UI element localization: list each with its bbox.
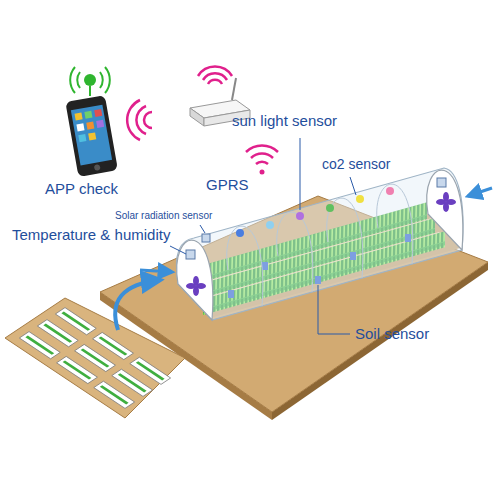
wifi-wave [198, 67, 232, 76]
cover-rib [327, 198, 363, 278]
callout-label: sun light sensor [232, 112, 337, 129]
zoom-arrow [115, 280, 160, 330]
mini-greenhouse [55, 308, 96, 335]
farm-greenhouses [19, 308, 170, 409]
mini-crop [43, 324, 72, 343]
phone-body [65, 95, 118, 177]
leader-line [318, 285, 350, 334]
wifi-wave [251, 154, 273, 158]
climate-sensor [437, 178, 446, 187]
leader-line [350, 177, 356, 195]
home-button [94, 164, 101, 171]
mini-greenhouse [93, 332, 134, 359]
smartphone [65, 95, 118, 177]
mini-crop [61, 312, 90, 331]
app-icon [88, 132, 96, 140]
roof-sensor [326, 204, 334, 212]
radiation-sensor [202, 234, 210, 242]
leader-line [200, 225, 205, 233]
mini-crop [25, 336, 54, 355]
app-icon [78, 134, 86, 142]
callout-label: Temperature & humidity [12, 226, 170, 243]
cover-rib [277, 212, 313, 292]
app-icon [76, 123, 84, 131]
wifi-wave [256, 162, 268, 164]
fan [186, 276, 206, 296]
app-icon [75, 112, 83, 120]
cover-rib [377, 184, 413, 264]
wifi-wave [246, 146, 278, 152]
signal-wave [70, 67, 75, 93]
mini-crop [100, 385, 129, 404]
wifi-wave [136, 106, 146, 134]
leader-line [170, 246, 186, 254]
roof-sensor [266, 221, 274, 229]
wifi-wave [208, 80, 222, 84]
mini-greenhouse [130, 357, 171, 384]
signal-wave [100, 72, 103, 88]
router-antenna [232, 78, 236, 100]
fan-blade [196, 283, 206, 289]
callout-label: APP check [45, 180, 118, 197]
wifi-wave [127, 100, 140, 140]
mini-crop [118, 373, 147, 392]
fan-blade [436, 199, 446, 205]
roof-sensor [386, 187, 394, 195]
callout-label: Solar radiation sensor [115, 210, 212, 222]
mini-crop [63, 360, 92, 379]
wifi-wave [144, 112, 152, 128]
airflow-arrow [468, 188, 492, 196]
fan-blade [446, 199, 456, 205]
app-icon [86, 122, 94, 130]
farm-board [5, 298, 185, 418]
callout-label: Soil sensor [355, 325, 429, 342]
roof-sensor [296, 212, 304, 220]
mini-crop [99, 336, 128, 355]
callout-label: co2 sensor [322, 156, 390, 172]
cover-rib [227, 226, 263, 306]
fan [436, 192, 456, 212]
fan-blade [186, 283, 196, 289]
greenhouse-end-wall [427, 170, 463, 250]
router-side [190, 108, 204, 126]
roof-sensor [236, 229, 244, 237]
signal-mast [89, 86, 91, 96]
app-icon [94, 109, 102, 117]
climate-sensor [186, 250, 195, 259]
greenhouse-cover [176, 168, 463, 320]
callout-label: GPRS [206, 176, 249, 193]
signal-wave [105, 67, 110, 93]
app-icon [84, 111, 92, 119]
mini-crop [81, 348, 110, 367]
leader-line [300, 138, 301, 210]
wifi-wave [203, 73, 227, 80]
app-icon [96, 120, 104, 128]
signal-wave [77, 72, 80, 88]
roof-sensor [356, 195, 364, 203]
mini-crop [136, 361, 165, 380]
wifi-dot [260, 170, 265, 175]
signal-icon [84, 74, 96, 86]
phone-screen [71, 105, 112, 166]
airflow-arrow [140, 270, 172, 272]
